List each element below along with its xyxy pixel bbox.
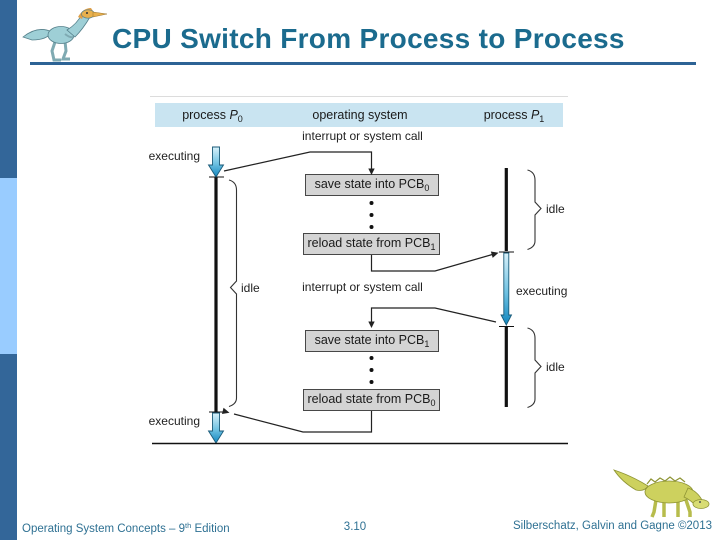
sidebar-band-middle [0,178,17,354]
arrowhead-into-p0 [221,407,230,415]
box-save-state-pcb0: save state into PCB0 [305,174,439,196]
connector-reload-to-p1 [370,253,495,272]
arrowhead-into-box3 [368,321,375,328]
arrowhead-into-p1 [490,251,499,258]
label-interrupt-bottom: interrupt or system call [302,280,423,294]
footer-credit: Silberschatz, Galvin and Gagne ©2013 [513,520,712,532]
executing-arrow-p0-top [207,146,225,178]
executing-arrow-p0-bottom [207,412,225,444]
label-idle-p1-bottom: idle [546,360,565,374]
label-executing-p0-top: executing [148,149,200,163]
diagram-header-band: process P0 operating system process P1 [155,103,563,127]
figure-top-border [150,96,568,97]
label-idle-p1-top: idle [546,202,565,216]
footer-page-number: 3.10 [343,521,367,533]
label-interrupt-top: interrupt or system call [302,129,423,143]
connector-interrupt-top [223,151,373,172]
label-executing-p0-bottom: executing [148,414,200,428]
footer-book-title: Operating System Concepts – 9th Edition [22,521,230,535]
box-reload-state-pcb0: reload state from PCB0 [303,389,440,411]
page-title: CPU Switch From Process to Process [112,23,625,54]
ellipsis-dots-top [369,201,374,229]
box-reload-state-pcb1: reload state from PCB1 [303,233,440,255]
brace-idle-p0 [228,179,238,408]
dinosaur-logo-icon [22,8,108,62]
title-underline [30,62,696,65]
label-executing-p1: executing [516,284,568,298]
column-label-os: operating system [312,108,408,122]
brace-idle-p1-bottom [527,327,542,409]
ellipsis-dots-bottom [369,356,374,384]
dinosaur-footer-icon [613,469,710,518]
executing-arrow-p1 [500,252,513,326]
connector-interrupt-bottom [370,307,497,323]
sidebar-band-top [0,0,17,178]
column-label-process1: process P1 [483,108,545,124]
sidebar-band-bottom [0,354,17,540]
dinosaur-spines [646,476,686,485]
box-save-state-pcb1: save state into PCB1 [305,330,439,352]
label-idle-p0: idle [241,281,260,295]
connector-reload-to-p0 [233,411,373,433]
brace-idle-p1-top [527,169,542,251]
column-label-process0: process P0 [182,108,243,124]
